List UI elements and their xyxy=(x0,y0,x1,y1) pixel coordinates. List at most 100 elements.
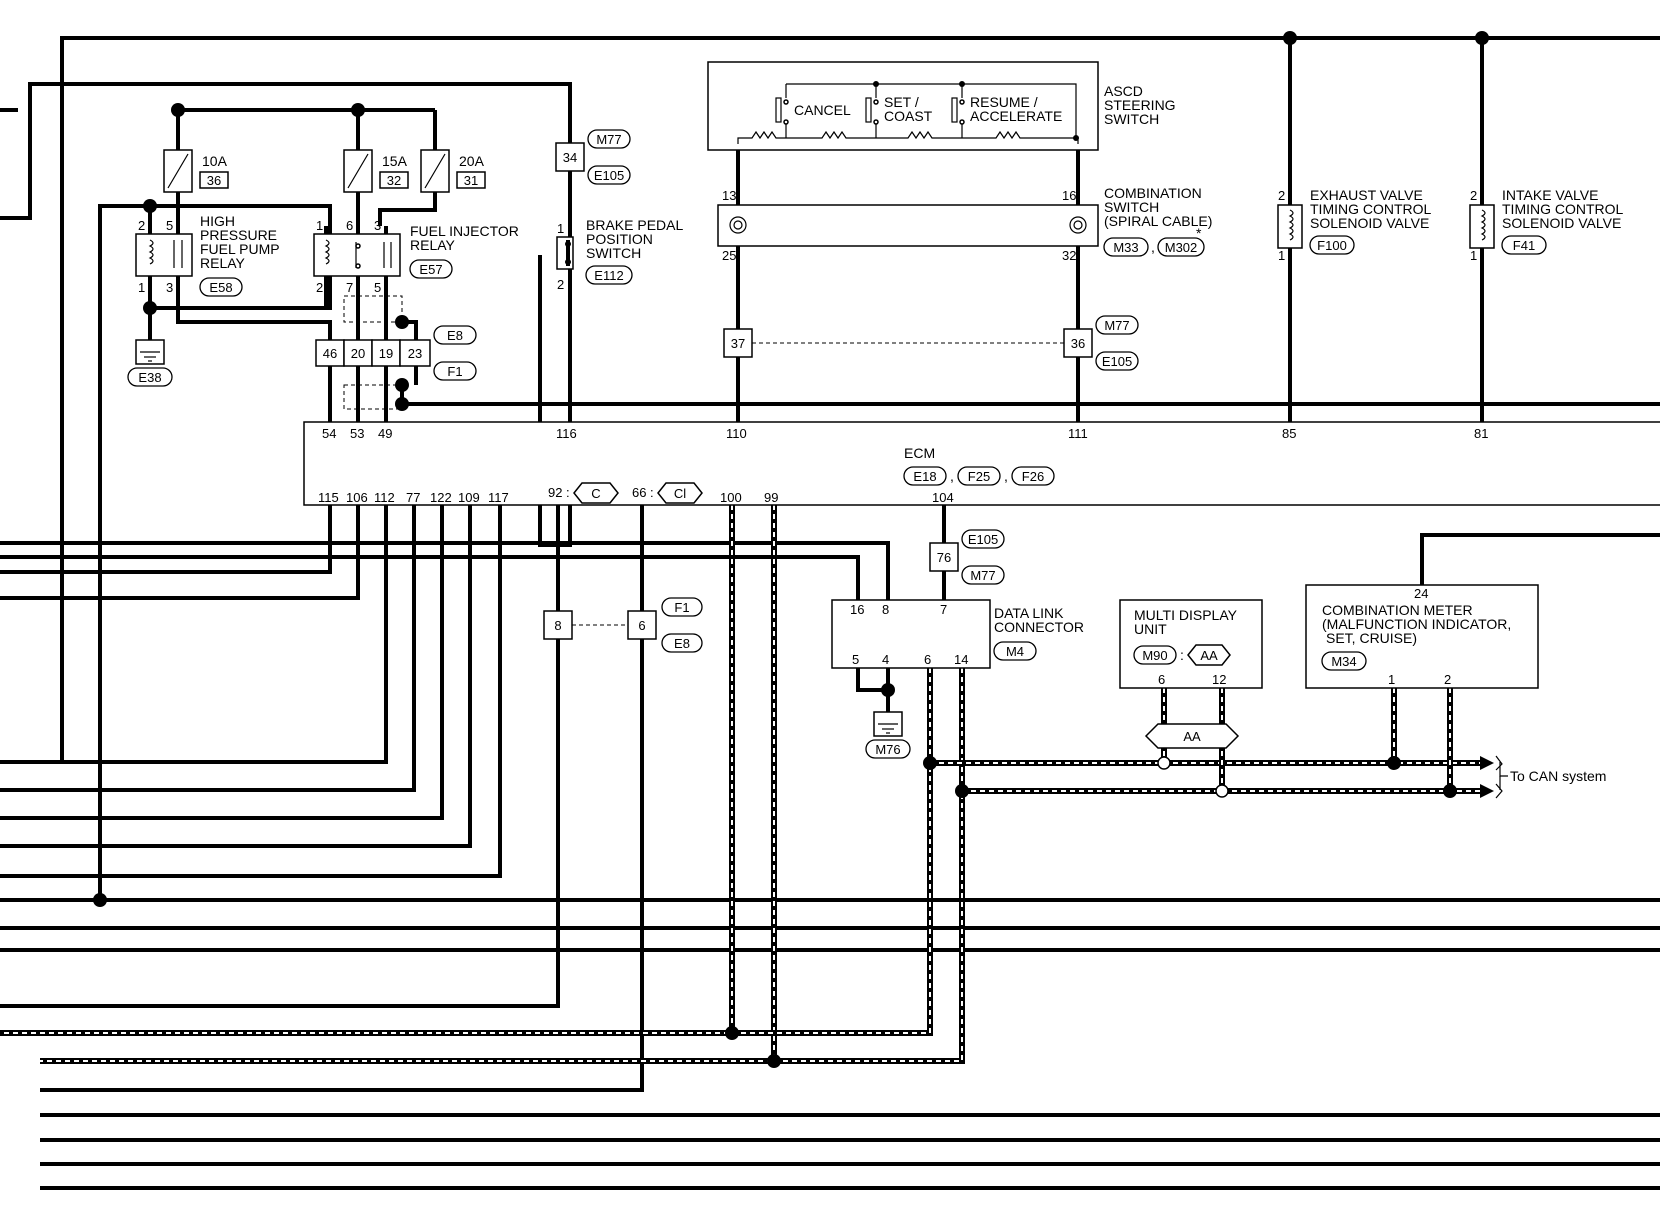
component-label: STEERING xyxy=(1104,97,1176,113)
ecm-pin: 116 xyxy=(556,426,577,441)
junction-76: 76 E105 M77 xyxy=(929,529,1005,585)
ground-e38: E38 xyxy=(127,339,173,387)
ecm-pin: 100 xyxy=(720,490,742,505)
connector-tag: C xyxy=(591,486,600,501)
pin: 25 xyxy=(722,248,736,263)
pin: 20 xyxy=(351,346,365,361)
pin: 36 xyxy=(1071,336,1085,351)
hp-fuel-pump-relay: 2 5 1 3 HIGH PRESSURE FUEL PUMP RELAY E5… xyxy=(135,213,280,297)
pin: 3 xyxy=(166,280,173,295)
fuse-20a: 20A 31 xyxy=(420,149,486,193)
pin: 6 xyxy=(638,618,645,633)
ecm-pin: 85 xyxy=(1282,426,1296,441)
junction-37-36: 37 36 M77 E105 xyxy=(723,315,1139,371)
component-label: UNIT xyxy=(1134,621,1167,637)
pin: 8 xyxy=(882,602,889,617)
fuse-amp: 20A xyxy=(459,153,485,169)
pin: 34 xyxy=(563,150,577,165)
relay-label: FUEL PUMP xyxy=(200,241,280,257)
connector-id: F100 xyxy=(1317,238,1347,253)
separator: : xyxy=(650,485,654,500)
fuse-number: 32 xyxy=(387,173,401,188)
component-label: COMBINATION METER xyxy=(1322,602,1473,618)
multi-display-unit: MULTI DISPLAY UNIT M90 : AA 6 12 AA xyxy=(1119,599,1263,749)
connector-id: E57 xyxy=(419,262,442,277)
ecm: 54 53 49 116 110 111 85 81 ECM E18 , F25… xyxy=(303,421,1660,506)
connector-id: M33 xyxy=(1113,240,1138,255)
fuse-number: 31 xyxy=(464,173,478,188)
exhaust-valve-solenoid: 2 1 EXHAUST VALVE TIMING CONTROL SOLENOI… xyxy=(1277,187,1432,263)
can-system-label: To CAN system xyxy=(1510,768,1606,784)
component-label: COMBINATION xyxy=(1104,185,1202,201)
pin: 4 xyxy=(882,652,889,667)
component-label: SWITCH xyxy=(1104,111,1159,127)
brake-junction-34: 34 M77 E105 xyxy=(555,129,631,185)
connector-id: E18 xyxy=(913,469,936,484)
pin: 7 xyxy=(346,280,353,295)
component-label: ASCD xyxy=(1104,83,1143,99)
fuse-amp: 15A xyxy=(382,153,408,169)
pin: 5 xyxy=(166,218,173,233)
fuel-injector-relay: 1 6 3 2 7 5 FUEL INJECTOR RELAY E57 xyxy=(313,218,519,295)
component-label: DATA LINK xyxy=(994,605,1064,621)
pin: 1 xyxy=(138,280,145,295)
connector-id: F41 xyxy=(1513,238,1535,253)
connector-id: E105 xyxy=(1102,354,1132,369)
ascd-steering-switch: CANCEL SET / COAST RESUME / ACCELERATE A… xyxy=(707,61,1176,151)
ecm-pin: 99 xyxy=(764,490,778,505)
component-label: (MALFUNCTION INDICATOR, xyxy=(1322,616,1511,632)
connector-id: M34 xyxy=(1331,654,1356,669)
connector-id: E105 xyxy=(968,532,998,547)
relay-label: RELAY xyxy=(410,237,456,253)
pin: 8 xyxy=(554,618,561,633)
ecm-pin: 49 xyxy=(378,426,392,441)
switch-label: POSITION xyxy=(586,231,653,247)
fuse-number: 36 xyxy=(207,173,221,188)
connector-id: M4 xyxy=(1006,644,1024,659)
ecm-pin: 77 xyxy=(406,490,420,505)
pin: 12 xyxy=(1212,672,1226,687)
separator: : xyxy=(1180,647,1184,663)
component-label: (SPIRAL CABLE) xyxy=(1104,213,1212,229)
intake-valve-solenoid: 2 1 INTAKE VALVE TIMING CONTROL SOLENOID… xyxy=(1469,187,1624,263)
pin: 6 xyxy=(346,218,353,233)
pin: 37 xyxy=(731,336,745,351)
pin: 16 xyxy=(850,602,864,617)
connector-tag: AA xyxy=(1200,648,1218,663)
component-label: MULTI DISPLAY xyxy=(1134,607,1238,623)
pin: 6 xyxy=(1158,672,1165,687)
pin: 5 xyxy=(374,280,381,295)
ecm-label: ECM xyxy=(904,445,935,461)
connector-id: E8 xyxy=(447,328,463,343)
pin: 46 xyxy=(323,346,337,361)
fuse-amp: 10A xyxy=(202,153,228,169)
connector-id: M77 xyxy=(970,568,995,583)
connector-id: M302 xyxy=(1165,240,1198,255)
connector-tag: Cl xyxy=(674,486,686,501)
component-label: TIMING CONTROL xyxy=(1310,201,1432,217)
connector-id: F26 xyxy=(1022,469,1044,484)
ecm-pin: 111 xyxy=(1068,426,1088,441)
connector-id: F25 xyxy=(968,469,990,484)
switch-button-label: CANCEL xyxy=(794,102,851,118)
component-label: CONNECTOR xyxy=(994,619,1084,635)
can-lines xyxy=(0,505,1508,1064)
ecm-pin: 66 xyxy=(632,485,646,500)
ecm-pin: 110 xyxy=(726,426,747,441)
separator: , xyxy=(950,468,954,484)
combination-switch-spiral-cable: 13 16 25 32 COMBINATION SWITCH (SPIRAL C… xyxy=(717,185,1212,263)
ground-id: E38 xyxy=(138,370,161,385)
ecm-pin: 115 xyxy=(318,490,339,505)
pin: 2 xyxy=(1470,188,1477,203)
ecm-pin: 104 xyxy=(932,490,954,505)
pin: 13 xyxy=(722,188,736,203)
pin: 23 xyxy=(408,346,422,361)
component-label: SOLENOID VALVE xyxy=(1502,215,1621,231)
fuse-10a: 10A 36 xyxy=(163,149,229,193)
pin: 32 xyxy=(1062,248,1076,263)
switch-button-label: ACCELERATE xyxy=(970,108,1062,124)
ecm-pin: 117 xyxy=(488,490,509,505)
combination-meter: 24 COMBINATION METER (MALFUNCTION INDICA… xyxy=(1305,584,1539,689)
pin: 5 xyxy=(852,652,859,667)
pin: 2 xyxy=(1278,188,1285,203)
